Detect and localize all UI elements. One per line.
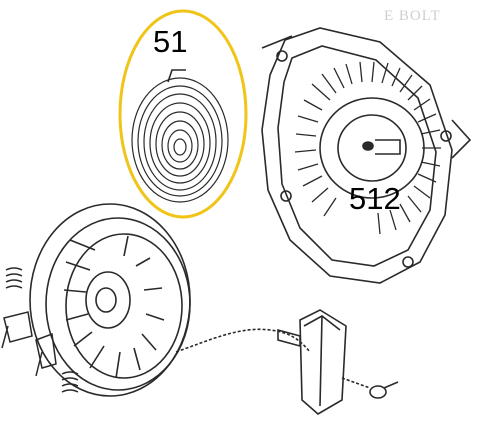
- recoil-spring: [131, 69, 229, 203]
- starter-rope-handle: [175, 309, 399, 415]
- callout-label-housing: 512: [349, 181, 401, 216]
- highlight-ellipse: [118, 9, 248, 219]
- callout-label-spring: 51: [153, 24, 188, 59]
- starter-pulley: [29, 203, 191, 397]
- background-text: E BOLT: [384, 8, 441, 24]
- starter-housing: [261, 27, 472, 284]
- pawl-springs: [1, 267, 79, 393]
